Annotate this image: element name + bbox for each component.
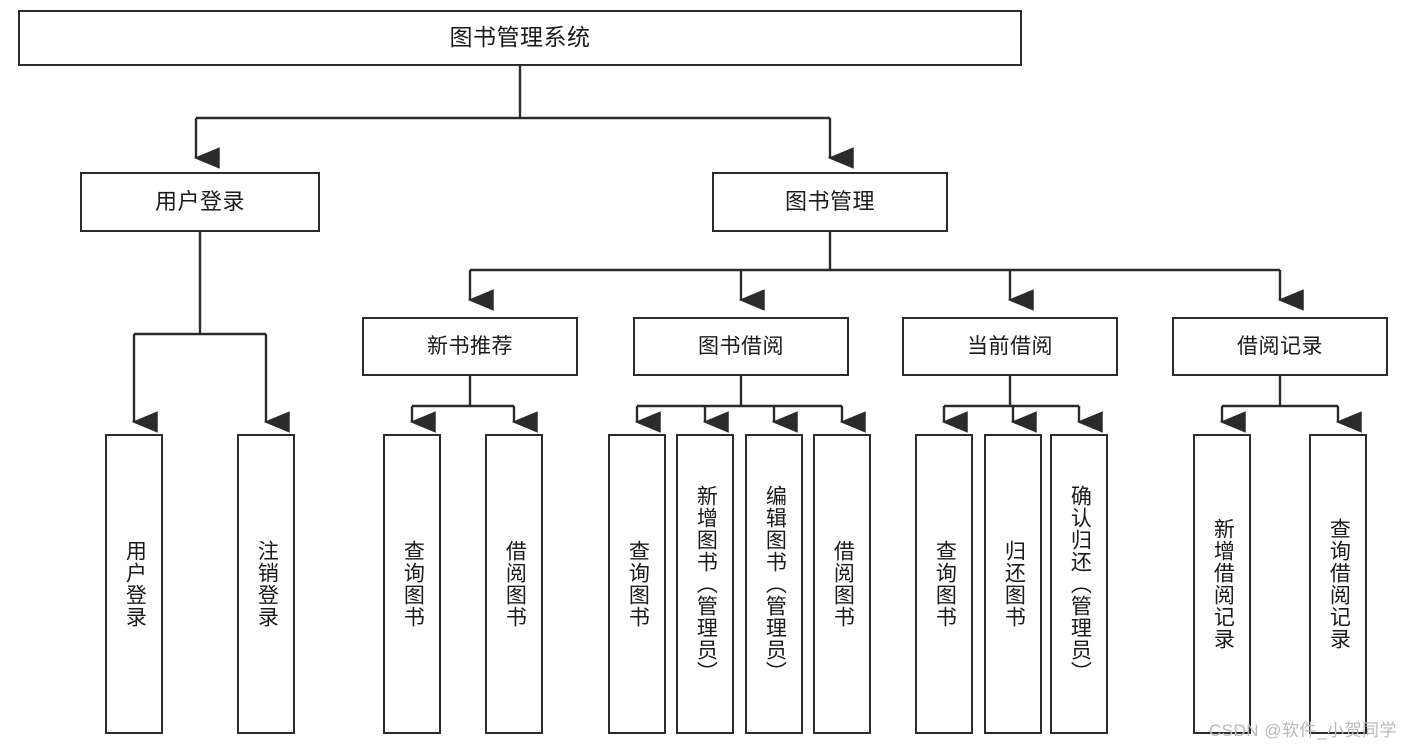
leaf-logout[interactable]: 注销登录 bbox=[237, 434, 295, 734]
node-label: 图书借阅 bbox=[698, 334, 784, 358]
node-root-system[interactable]: 图书管理系统 bbox=[18, 10, 1022, 66]
node-label: 图书管理系统 bbox=[449, 24, 591, 51]
node-label: 新增图书（管理员） bbox=[694, 485, 718, 683]
node-label: 用户登录 bbox=[154, 188, 245, 214]
leaf-return-book[interactable]: 归还图书 bbox=[984, 434, 1042, 734]
node-label: 借阅图书 bbox=[831, 540, 855, 628]
leaf-query-record[interactable]: 查询借阅记录 bbox=[1309, 434, 1367, 734]
leaf-user-login[interactable]: 用户登录 bbox=[105, 434, 163, 734]
node-label: 新增借阅记录 bbox=[1211, 518, 1235, 650]
node-label: 新书推荐 bbox=[427, 334, 513, 358]
csdn-watermark: CSDN @软件_小贺同学 bbox=[1208, 721, 1397, 740]
leaf-add-book[interactable]: 新增图书（管理员） bbox=[676, 434, 734, 734]
node-user-login[interactable]: 用户登录 bbox=[80, 172, 320, 232]
node-label: 查询图书 bbox=[933, 540, 957, 628]
node-new-book-rec[interactable]: 新书推荐 bbox=[362, 317, 578, 376]
node-label: 图书管理 bbox=[784, 188, 875, 214]
node-label: 编辑图书（管理员） bbox=[763, 485, 787, 683]
node-borrow-record[interactable]: 借阅记录 bbox=[1172, 317, 1388, 376]
node-label: 查询借阅记录 bbox=[1327, 518, 1351, 650]
leaf-query-book-3[interactable]: 查询图书 bbox=[915, 434, 973, 734]
leaf-confirm-return[interactable]: 确认归还（管理员） bbox=[1050, 434, 1108, 734]
node-label: 借阅记录 bbox=[1237, 334, 1323, 358]
node-current-borrow[interactable]: 当前借阅 bbox=[902, 317, 1118, 376]
node-label: 当前借阅 bbox=[967, 334, 1053, 358]
node-label: 查询图书 bbox=[626, 540, 650, 628]
leaf-query-book-2[interactable]: 查询图书 bbox=[608, 434, 666, 734]
node-label: 用户登录 bbox=[123, 540, 147, 628]
node-label: 注销登录 bbox=[255, 540, 279, 628]
node-label: 确认归还（管理员） bbox=[1068, 485, 1092, 683]
node-label: 归还图书 bbox=[1002, 540, 1026, 628]
leaf-edit-book[interactable]: 编辑图书（管理员） bbox=[745, 434, 803, 734]
node-label: 查询图书 bbox=[401, 540, 425, 628]
node-book-manage[interactable]: 图书管理 bbox=[712, 172, 948, 232]
leaf-query-book-1[interactable]: 查询图书 bbox=[383, 434, 441, 734]
leaf-borrow-book-1[interactable]: 借阅图书 bbox=[485, 434, 543, 734]
node-label: 借阅图书 bbox=[503, 540, 527, 628]
node-book-borrow[interactable]: 图书借阅 bbox=[633, 317, 849, 376]
leaf-add-record[interactable]: 新增借阅记录 bbox=[1193, 434, 1251, 734]
leaf-borrow-book-2[interactable]: 借阅图书 bbox=[813, 434, 871, 734]
